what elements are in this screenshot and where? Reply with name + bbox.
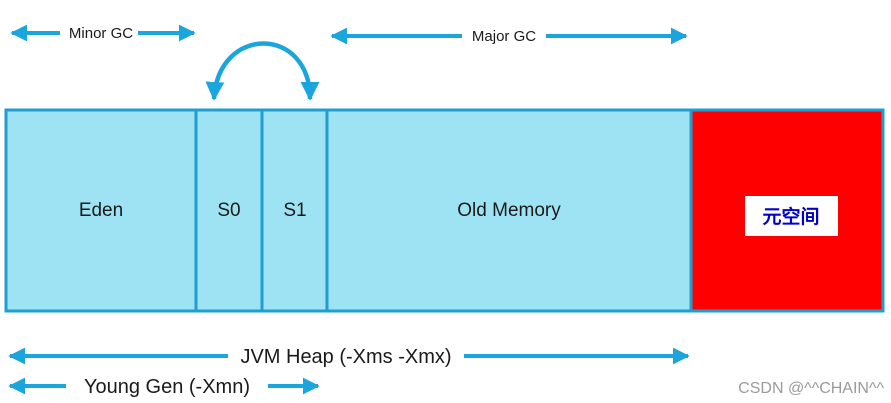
- old-memory-label: Old Memory: [457, 200, 561, 221]
- survivor-swap-arrow: [205, 41, 320, 101]
- metaspace-label: 元空间: [762, 205, 819, 228]
- old-memory-region: [325, 108, 693, 313]
- s1-label: S1: [283, 200, 306, 221]
- major-gc-label: Major GC: [472, 28, 536, 45]
- eden-region: [4, 108, 198, 313]
- watermark: CSDN @^^CHAIN^^: [738, 380, 884, 397]
- minor-gc-arrow: Minor GC: [10, 24, 196, 42]
- metaspace-label-box: [745, 196, 838, 236]
- jvm-heap-arrow: JVM Heap (-Xms -Xmx): [8, 346, 690, 368]
- s1-region: [260, 108, 329, 313]
- minor-gc-label: Minor GC: [69, 25, 133, 42]
- s0-label: S0: [217, 200, 240, 221]
- young-gen-arrow: Young Gen (-Xmn): [8, 376, 320, 398]
- s0-region: [194, 108, 264, 313]
- major-gc-arrow: Major GC: [330, 27, 688, 45]
- eden-label: Eden: [79, 200, 123, 221]
- jvm-heap-label: JVM Heap (-Xms -Xmx): [240, 346, 451, 368]
- young-gen-label: Young Gen (-Xmn): [84, 376, 250, 398]
